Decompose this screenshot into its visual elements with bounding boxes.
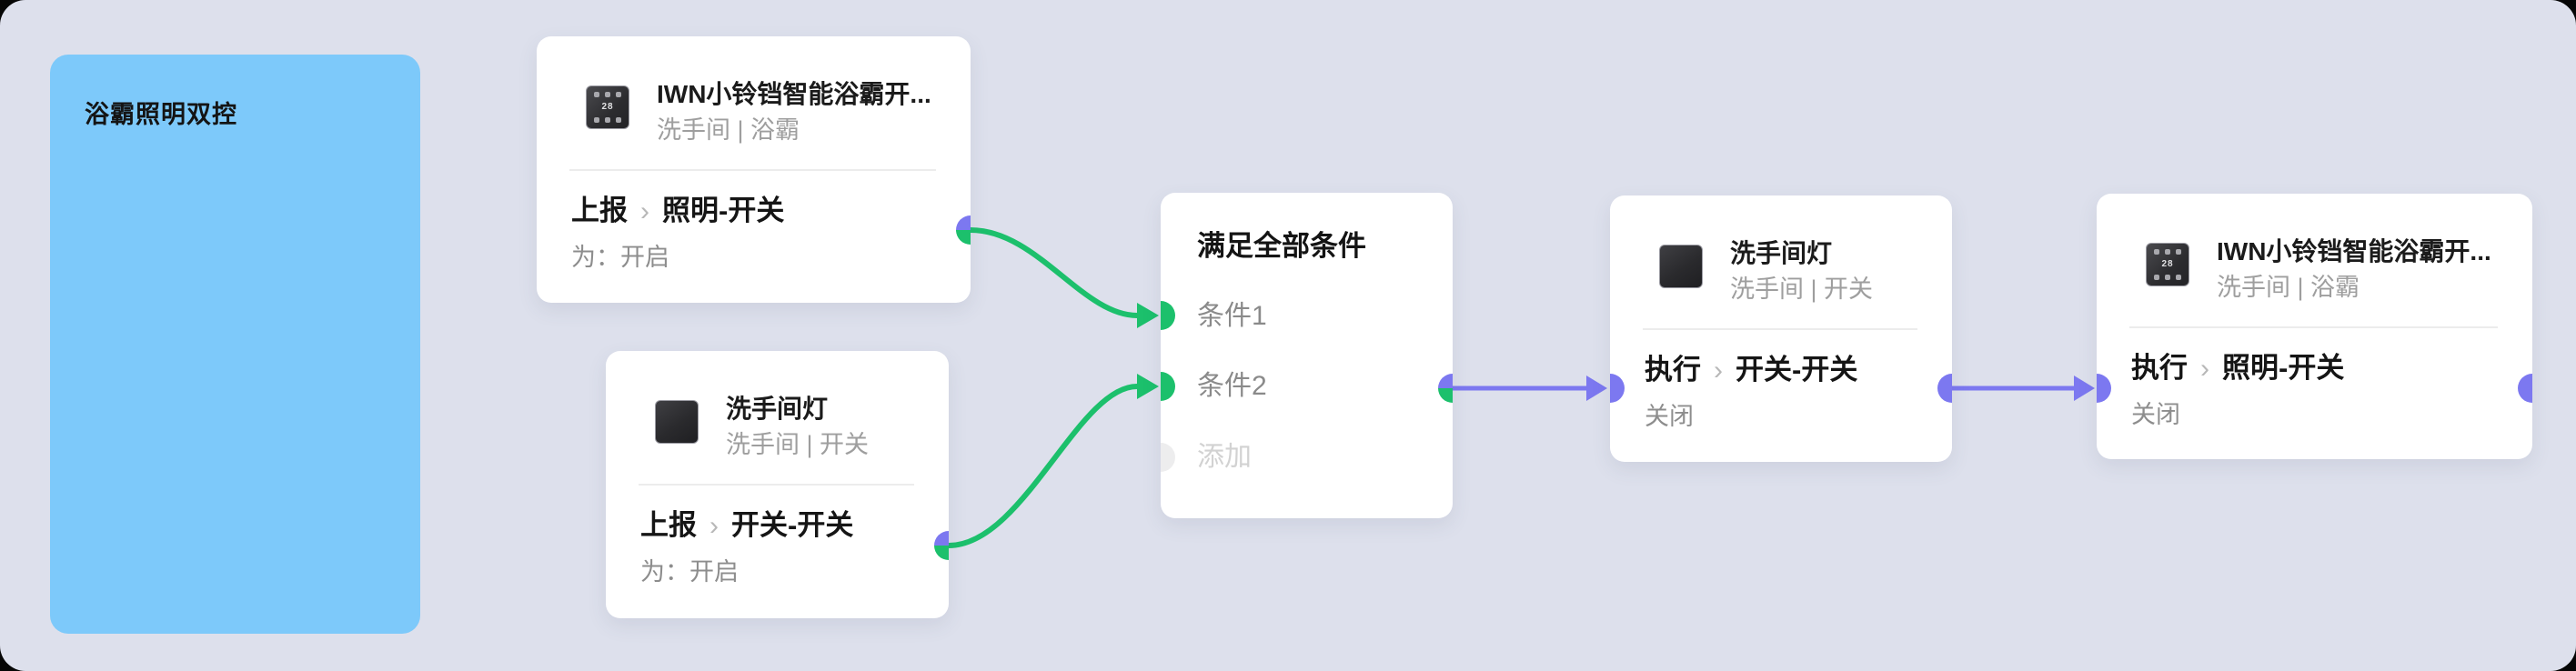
node-trigger-bath-heater[interactable]: 28 IWN小铃铛智能浴霸开... 洗手间 | 浴霸 上报›照明-开关 为：开启 [537, 36, 971, 303]
condition-add-row[interactable]: 添加 [1197, 442, 1252, 472]
condition-row-2[interactable]: 条件2 [1197, 371, 1267, 401]
arrowhead-condition2 [1137, 374, 1159, 399]
condition-title: 满足全部条件 [1197, 230, 1366, 262]
card-divider [2129, 326, 2498, 328]
trigger-row[interactable]: 上报›照明-开关 [571, 195, 785, 226]
action-row[interactable]: 执行›开关-开关 [1645, 354, 1858, 386]
trigger-value: 为：开启 [640, 558, 739, 586]
arrowhead-action-bath [2074, 376, 2095, 401]
device-subtitle: 洗手间 | 开关 [1730, 275, 1874, 303]
output-port[interactable] [956, 215, 971, 245]
device-subtitle: 洗手间 | 浴霸 [2217, 274, 2360, 301]
trigger-value: 为：开启 [571, 244, 669, 271]
condition-row-1[interactable]: 条件1 [1197, 301, 1267, 331]
wall-switch-icon [655, 400, 699, 444]
input-port[interactable] [1610, 374, 1625, 403]
panel-temp-label: 28 [2161, 259, 2174, 269]
arrowhead-condition1 [1137, 303, 1159, 328]
card-divider [1643, 328, 1917, 330]
bath-heater-panel-icon: 28 [586, 85, 629, 129]
trigger-row[interactable]: 上报›开关-开关 [640, 509, 854, 541]
card-divider [569, 169, 936, 171]
device-subtitle: 洗手间 | 浴霸 [657, 116, 800, 144]
node-action-bath-heater[interactable]: 28 IWN小铃铛智能浴霸开... 洗手间 | 浴霸 执行›照明-开关 关闭 [2097, 194, 2532, 459]
action-value: 关闭 [2131, 401, 2180, 428]
device-title: 洗手间灯 [1730, 239, 1833, 267]
output-port[interactable] [934, 531, 949, 560]
arrowhead-action-light [1586, 376, 1607, 401]
output-port[interactable] [1438, 374, 1453, 403]
bath-heater-panel-icon: 28 [2146, 243, 2189, 286]
scene-group-card[interactable]: 浴霸照明双控 [50, 55, 420, 634]
output-port[interactable] [1937, 374, 1952, 403]
add-condition-port[interactable] [1161, 443, 1175, 472]
device-title: IWN小铃铛智能浴霸开... [657, 80, 931, 108]
chevron-right-icon: › [640, 196, 649, 226]
device-title: IWN小铃铛智能浴霸开... [2217, 237, 2491, 265]
input-port[interactable] [2097, 374, 2111, 403]
card-divider [639, 484, 914, 486]
connector-trigger-light-to-condition2[interactable] [946, 384, 1140, 548]
scene-title: 浴霸照明双控 [85, 101, 237, 128]
node-condition-all[interactable]: 满足全部条件 条件1 条件2 添加 [1161, 193, 1453, 518]
chevron-right-icon: › [2200, 354, 2209, 384]
output-port[interactable] [2518, 374, 2532, 403]
panel-temp-label: 28 [601, 102, 614, 112]
wall-switch-icon [1659, 245, 1703, 288]
condition1-input-port[interactable] [1161, 301, 1175, 330]
action-row[interactable]: 执行›照明-开关 [2131, 352, 2345, 384]
node-trigger-bathroom-light[interactable]: 洗手间灯 洗手间 | 开关 上报›开关-开关 为：开启 [606, 351, 949, 618]
node-action-bathroom-light[interactable]: 洗手间灯 洗手间 | 开关 执行›开关-开关 关闭 [1610, 195, 1952, 462]
device-subtitle: 洗手间 | 开关 [726, 431, 870, 458]
device-title: 洗手间灯 [726, 395, 829, 423]
chevron-right-icon: › [709, 511, 719, 541]
condition2-input-port[interactable] [1161, 372, 1175, 401]
chevron-right-icon: › [1714, 356, 1723, 386]
action-value: 关闭 [1645, 403, 1694, 430]
connector-trigger-bath-to-condition1[interactable] [968, 227, 1140, 318]
